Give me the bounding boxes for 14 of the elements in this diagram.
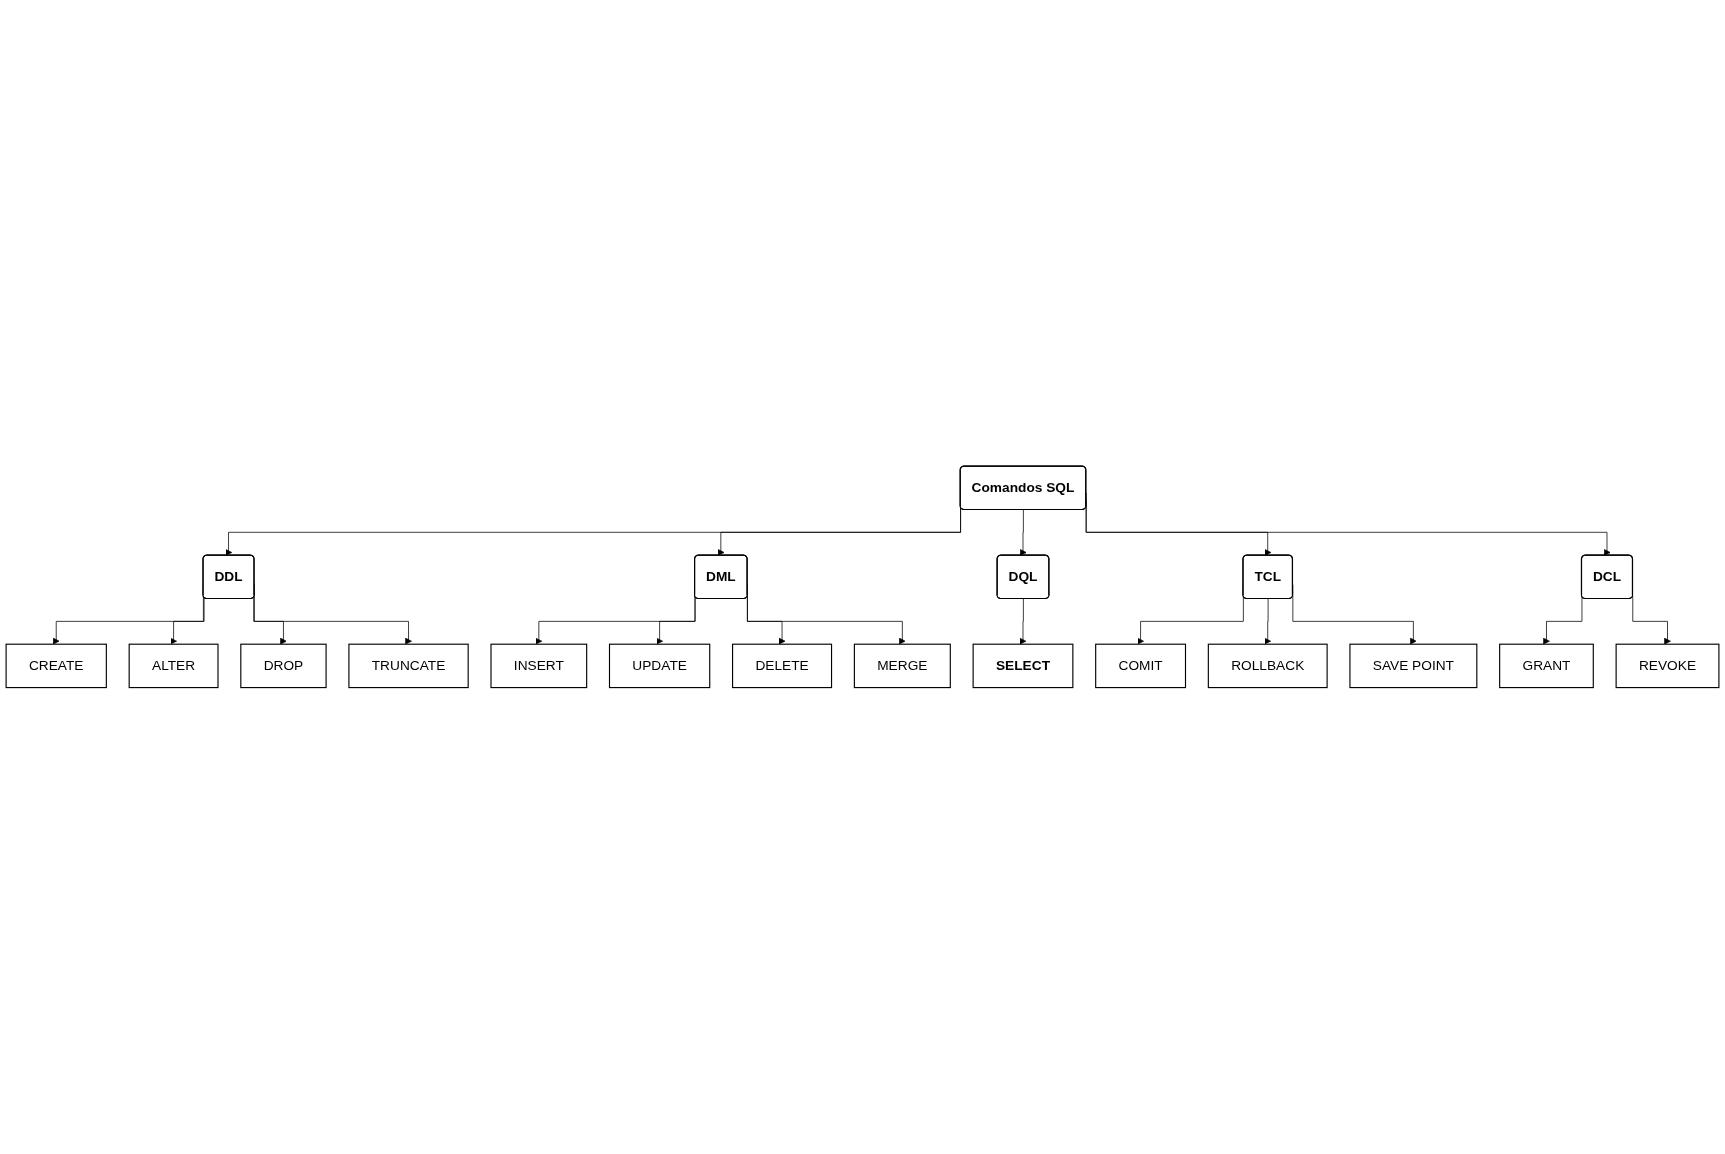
node-box: ALTER [128,643,219,689]
node-box: TRUNCATE [348,643,469,689]
node-box: COMIT [1095,643,1187,689]
node-box: CREATE [5,643,107,689]
node-box: GRANT [1499,643,1594,689]
node-box: REVOKE [1615,643,1720,689]
node-box: INSERT [490,643,588,689]
node-box: SAVE POINT [1349,643,1478,689]
node-box: DELETE [732,643,833,689]
node-box: SELECT [972,643,1074,689]
node-box: ROLLBACK [1207,643,1328,689]
node-box: DROP [240,643,327,689]
node-box: MERGE [853,643,951,689]
node-box: UPDATE [608,643,711,689]
